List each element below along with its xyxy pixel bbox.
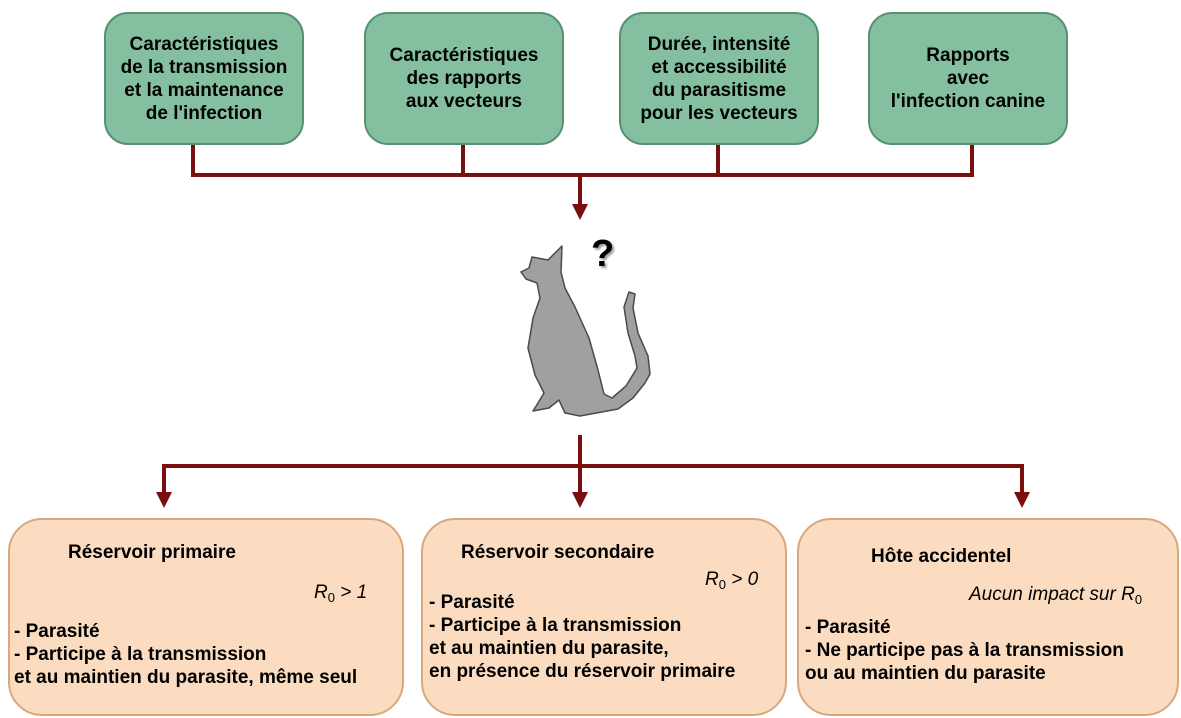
outcome-box-primary-reservoir: Réservoir primaire R0 > 1 - Parasité - P… — [8, 518, 404, 716]
outcome-title: Réservoir primaire — [68, 542, 236, 563]
r0-indicator: Aucun impact sur R0 — [969, 584, 1142, 607]
outcome-title: Réservoir secondaire — [461, 542, 655, 563]
factor-box-canine: Rapports avec l'infection canine — [868, 12, 1068, 145]
cat-icon — [520, 245, 651, 417]
r0-subscript: 0 — [1134, 592, 1143, 607]
outcome-description: - Parasité - Participe à la transmission… — [14, 621, 358, 688]
outcome-description: - Parasité - Participe à la transmission… — [429, 592, 736, 682]
factor-box-vectors: Caractéristiques des rapports aux vecteu… — [364, 12, 564, 145]
outcome-box-secondary-reservoir: Réservoir secondaire R0 > 0 - Parasité -… — [421, 518, 787, 716]
question-mark: ? — [591, 233, 615, 275]
outcome-description: - Parasité - Ne participe pas à la trans… — [805, 617, 1124, 684]
factor-label: Caractéristiques de la transmission et l… — [120, 33, 288, 124]
r0-indicator: R0 > 1 — [314, 582, 367, 605]
r0-relation: > 0 — [731, 569, 759, 590]
factor-box-transmission: Caractéristiques de la transmission et l… — [104, 12, 304, 145]
factor-label: Caractéristiques des rapports aux vecteu… — [389, 45, 539, 112]
r0-prefix: Aucun impact sur — [969, 584, 1122, 605]
outcome-box-accidental-host: Hôte accidentel Aucun impact sur R0 - Pa… — [797, 518, 1179, 716]
r0-relation: > 1 — [340, 582, 368, 603]
r0-symbol: R — [314, 582, 328, 603]
r0-symbol: R — [1121, 584, 1135, 605]
factor-box-parasitism: Durée, intensité et accessibilité du par… — [619, 12, 819, 145]
r0-subscript: 0 — [327, 590, 335, 605]
factor-label: Rapports avec l'infection canine — [890, 45, 1046, 112]
r0-indicator: R0 > 0 — [705, 569, 758, 592]
r0-subscript: 0 — [718, 577, 726, 592]
r0-symbol: R — [705, 569, 719, 590]
outcome-title: Hôte accidentel — [871, 546, 1012, 567]
factor-label: Durée, intensité et accessibilité du par… — [640, 33, 798, 124]
